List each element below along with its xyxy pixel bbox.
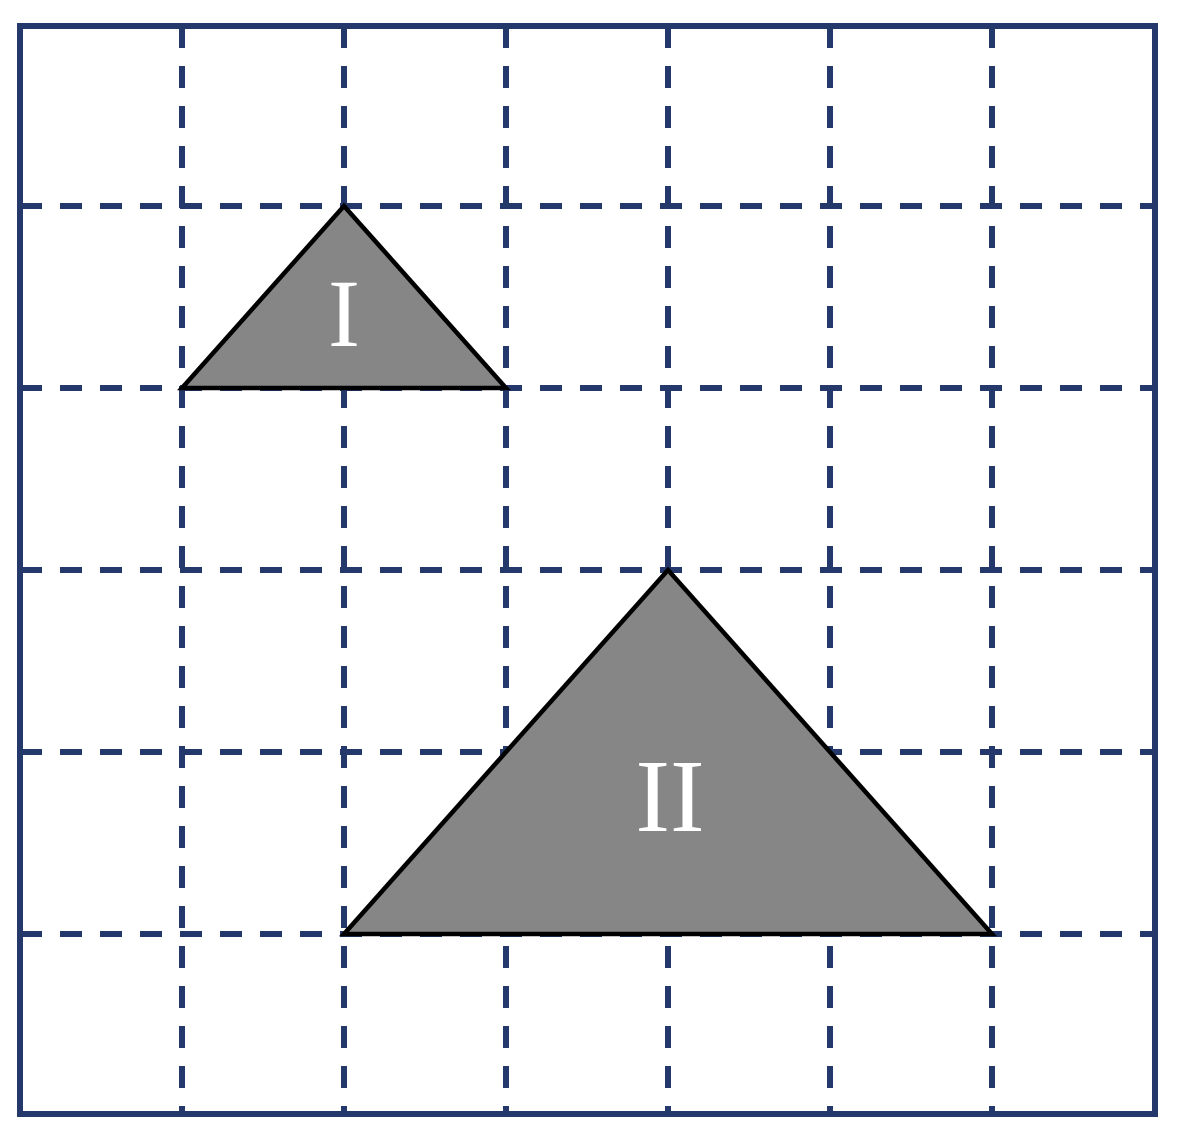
shapes: I II: [176, 202, 998, 937]
triangle-ii-label: II: [635, 739, 704, 854]
grid-frame: [17, 23, 1158, 1117]
triangle-i-label: I: [328, 260, 360, 367]
triangle-i: [176, 202, 512, 391]
triangle-ii: [338, 566, 998, 937]
grid-lines: [20, 26, 1155, 1114]
